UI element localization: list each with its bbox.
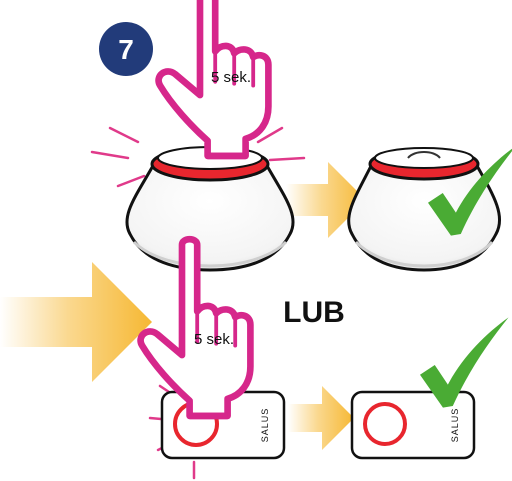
arrow-right-icon [288,386,354,450]
or-label: LUB [283,296,345,329]
brand-logo: SALUS [450,408,460,443]
hold-duration-label: 5 sek. [194,331,234,348]
remote-device-done: SALUS [352,392,474,458]
gateway-device-done [349,148,500,270]
step-badge: 7 [99,22,153,76]
step-number: 7 [118,34,134,65]
hold-duration-label: 5 sek. [211,69,251,86]
brand-logo: SALUS [260,408,270,443]
arrow-right-icon [0,262,152,382]
